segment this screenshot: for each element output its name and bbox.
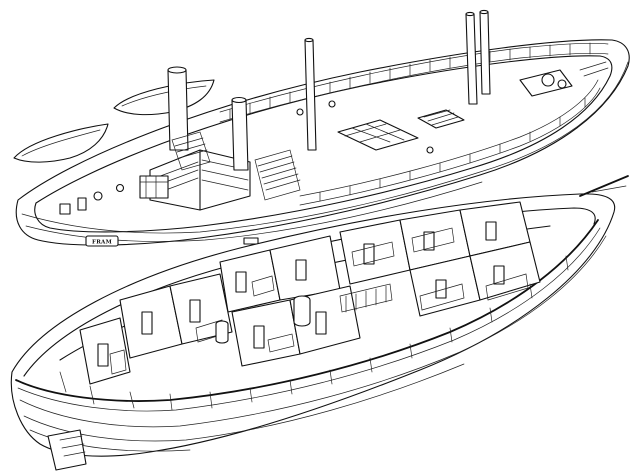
- upper-sheer-line: [21, 61, 629, 234]
- upper-sheer-line-2: [25, 181, 483, 242]
- hull-ribs: [59, 255, 569, 411]
- bowsprit: [579, 175, 629, 197]
- lower-ship-cutaway: [10, 175, 629, 471]
- upper-ship-deck-view: FRAM: [13, 9, 630, 247]
- nameplate: FRAM: [85, 235, 119, 247]
- chart-house: [139, 175, 169, 199]
- lifeboat-2: [113, 79, 215, 116]
- bunks-furniture: [109, 227, 529, 375]
- stern-plate: [243, 237, 259, 245]
- rub-rail: [15, 219, 599, 402]
- saloon-railing: [339, 283, 393, 313]
- galley-stove: [215, 295, 311, 344]
- lifeboat-1: [13, 123, 109, 163]
- upper-railing-port: [299, 79, 601, 206]
- stairways: [171, 131, 301, 201]
- masts: [304, 9, 491, 151]
- deck-fittings: [59, 100, 434, 215]
- funnel: [167, 66, 249, 171]
- keel-rudder: [47, 429, 87, 471]
- cabin-doors: [97, 221, 505, 367]
- deck-hatches: [337, 109, 465, 151]
- nameplate-text: FRAM: [92, 240, 112, 246]
- windlass: [519, 61, 609, 97]
- lower-bulwark: [23, 207, 596, 377]
